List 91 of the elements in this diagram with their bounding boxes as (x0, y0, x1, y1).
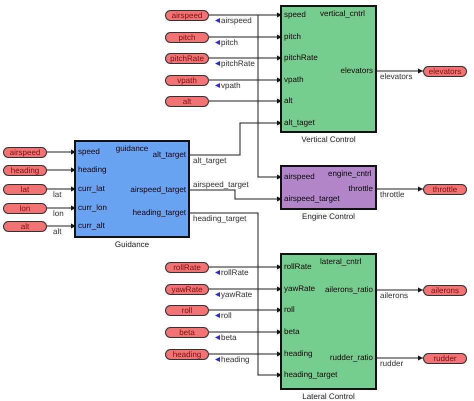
signal-arrow (46, 224, 76, 228)
signal-terminal: lon (3, 202, 47, 214)
port-label: beta (282, 327, 302, 337)
port-label: heading (76, 165, 108, 175)
signal-terminal: elevators (423, 66, 467, 76)
signal-label: throttle (380, 190, 404, 199)
signal-terminal: rollRate (165, 262, 209, 272)
signal-terminal: alt (3, 220, 47, 232)
signal-arrow (208, 286, 282, 292)
port-label: pitch (282, 32, 303, 42)
block-caption: Vertical Control (300, 135, 357, 144)
signal-arrow (208, 56, 282, 60)
signal-terminal: vpath (165, 74, 209, 86)
signal-arrow (208, 264, 282, 270)
block-name: lateral_cntrl (320, 257, 362, 266)
subsystem-block (74, 140, 190, 238)
port-label: airspeed_target (282, 194, 342, 204)
port-label: throttle (346, 184, 375, 194)
signal-label: rudder (380, 359, 404, 368)
signal-label: beta (221, 333, 237, 342)
signal-label: pitchRate (221, 59, 255, 68)
block-name: guidance (116, 144, 148, 153)
signal-arrow (208, 352, 282, 356)
block-name: engine_cntrl (328, 169, 372, 178)
signal-arrow (208, 330, 282, 334)
signal-terminal: ailerons (423, 284, 467, 296)
port-label: elevators (338, 66, 375, 76)
signal-arrow (208, 78, 282, 82)
signal-label: alt (53, 227, 62, 236)
port-label: heading_target (282, 370, 340, 380)
signal-label: airspeed_target (193, 180, 249, 189)
block-caption: Guidance (114, 240, 150, 249)
block-caption: Engine Control (301, 212, 356, 221)
signal-terminal: roll (165, 304, 209, 316)
signal-label: alt_target (193, 156, 226, 165)
signal-label: heading_target (193, 214, 246, 223)
subsystem-block (280, 253, 377, 390)
signal-label: yawRate (221, 290, 252, 299)
signal-arrow (46, 206, 76, 210)
signal-terminal: beta (165, 326, 209, 338)
port-label: roll (282, 305, 297, 315)
signal-terminal: airspeed (165, 10, 209, 20)
signal-terminal: airspeed (3, 146, 47, 158)
port-label: alt (282, 96, 294, 106)
port-label: ailerons_ratio (322, 285, 375, 295)
signal-arrow (208, 98, 282, 104)
signal-terminal: lat (3, 184, 47, 194)
signal-label: heading (221, 355, 250, 364)
signal-arrow (208, 14, 282, 180)
signal-label: pitch (221, 38, 238, 47)
port-label: speed (76, 147, 102, 157)
signal-terminal: pitch (165, 32, 209, 42)
signal-label: vpath (221, 81, 241, 90)
port-label: heading_target (130, 208, 188, 218)
signal-label: roll (221, 311, 232, 320)
signal-terminal: alt (165, 96, 209, 106)
signal-label: airspeed (221, 16, 252, 25)
port-label: rollRate (282, 262, 314, 272)
port-label: heading (282, 349, 314, 359)
signal-terminal: yawRate (165, 284, 209, 294)
subsystem-block (280, 165, 377, 210)
signal-terminal: heading (3, 164, 47, 176)
signal-arrow (46, 168, 76, 172)
port-label: airspeed (282, 172, 317, 182)
port-label: alt_taget (282, 118, 317, 128)
port-label: yawRate (282, 284, 318, 294)
port-label: airspeed_target (128, 185, 188, 195)
signal-arrow (46, 186, 76, 192)
port-label: curr_lat (76, 184, 107, 194)
signal-label: ailerons (380, 291, 408, 300)
signal-terminal: rudder (423, 352, 467, 364)
port-label: vpath (282, 75, 306, 85)
signal-terminal: heading (165, 348, 209, 360)
signal-arrow (46, 150, 76, 154)
port-label: curr_alt (76, 221, 107, 231)
port-label: rudder_ratio (328, 353, 375, 363)
signal-label: lat (53, 190, 62, 199)
signal-arrow (208, 34, 282, 40)
signal-label: rollRate (221, 268, 249, 277)
signal-label: elevators (380, 72, 412, 81)
port-label: curr_lon (76, 203, 109, 213)
block-caption: Lateral Control (301, 392, 356, 401)
port-label: alt_target (150, 150, 188, 160)
port-label: pitchRate (282, 53, 320, 63)
port-label: speed (282, 10, 308, 20)
subsystem-block (280, 5, 377, 133)
block-name: vertical_cntrl (320, 9, 365, 18)
signal-label: lon (53, 209, 64, 218)
signal-terminal: throttle (423, 184, 467, 194)
signal-arrow (208, 308, 282, 312)
signal-terminal: pitchRate (165, 52, 209, 64)
